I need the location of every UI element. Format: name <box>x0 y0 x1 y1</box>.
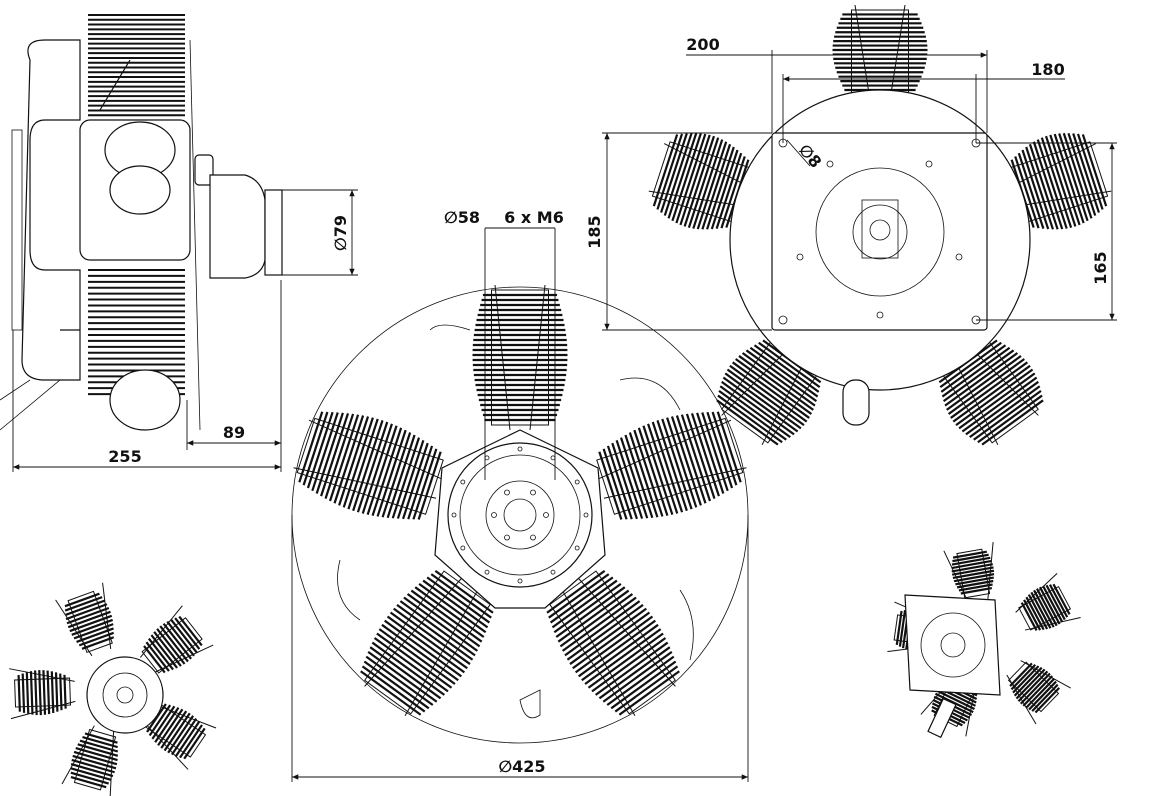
isometric-view-front <box>9 582 217 796</box>
rear-cylinder-4 <box>716 339 822 446</box>
front-view <box>291 284 749 744</box>
cylinder-1 <box>472 284 568 431</box>
dimension-hub-length: 89 <box>186 280 282 472</box>
dimension-prop-hub-diameter: ∅79 <box>282 189 358 276</box>
cylinder-2 <box>596 411 747 520</box>
hub-diameter-label: ∅58 <box>444 208 480 227</box>
dimension-hole-spacing-vertical: 165 <box>976 142 1117 321</box>
rear-view <box>648 4 1112 446</box>
iso-cylinder <box>61 725 119 796</box>
bolt-hole <box>530 489 536 496</box>
mounting-plate <box>771 132 988 331</box>
dimension-hole-spacing-horizontal: 180 <box>782 60 1065 143</box>
crankcase-hub <box>447 442 593 588</box>
hub-bolts-label: 6 x M6 <box>504 208 564 227</box>
cylinder-3 <box>546 570 680 717</box>
cylinder-5 <box>293 411 444 520</box>
overall-diameter-label: ∅425 <box>498 757 545 776</box>
bolt-hole <box>504 534 510 541</box>
front-cylinders <box>293 284 747 717</box>
rear-cylinders <box>648 4 1112 446</box>
bolt-hole <box>491 512 497 518</box>
hole-spacing-horizontal-label: 180 <box>1031 60 1064 79</box>
plate-height-label: 185 <box>585 215 604 248</box>
iso-cylinder <box>139 605 214 674</box>
plate-width-label: 200 <box>686 35 719 54</box>
iso-cylinder <box>9 668 76 720</box>
dimension-overall-length: 255 <box>12 330 281 472</box>
iso-cylinder <box>1015 572 1081 631</box>
prop-hub-diameter-label: ∅79 <box>331 215 350 251</box>
rear-cylinder-2 <box>1008 132 1112 230</box>
side-cylinder-top <box>88 14 185 117</box>
iso-cylinder <box>55 582 115 657</box>
cylinder-4 <box>360 570 494 717</box>
dimension-hub-diameter: ∅58 6 x M6 <box>444 208 564 480</box>
rear-cylinder-1 <box>832 4 928 101</box>
rear-cylinder-3 <box>938 339 1044 446</box>
dimension-plate-height: 185 <box>585 132 772 331</box>
iso-cylinder <box>142 703 217 770</box>
iso-cylinder <box>943 542 995 603</box>
dimension-overall-diameter: ∅425 <box>291 515 749 782</box>
hole-spacing-vertical-label: 165 <box>1091 251 1110 284</box>
hub-length-label: 89 <box>223 423 245 442</box>
side-view <box>0 14 283 431</box>
bolt-hole <box>530 534 536 541</box>
rear-cylinder-5 <box>648 132 752 230</box>
dimension-plate-width: 200 <box>686 35 988 133</box>
side-cylinder-bottom <box>88 269 185 396</box>
iso-cylinder <box>1006 660 1071 725</box>
bolt-hole <box>543 512 549 518</box>
overall-length-label: 255 <box>108 447 141 466</box>
isometric-view-rear <box>887 542 1081 739</box>
bolt-hole <box>504 489 510 496</box>
